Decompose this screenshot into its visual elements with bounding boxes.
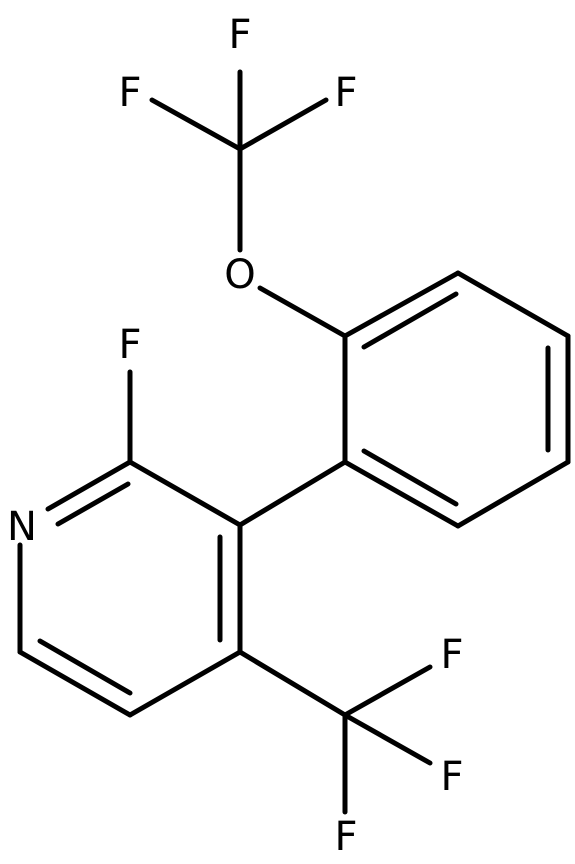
bond-o-aryl [257, 285, 348, 339]
bond-benzene-5-inner [361, 448, 459, 507]
atom-label-f-cf3-right: F [440, 754, 463, 800]
bond-benzene-1 [342, 270, 461, 339]
bond-ocf3-c-f-right [237, 97, 329, 152]
atom-label-f-cf3-bottom: F [334, 814, 357, 860]
bond-benzene-5 [342, 459, 461, 529]
bond-pyridine-c5-c4 [127, 649, 243, 718]
bond-biaryl [237, 459, 348, 528]
atom-label-f-cf3-upper: F [440, 632, 463, 678]
atom-label-f-top: F [228, 12, 251, 58]
bond-cf3-f-right [342, 712, 433, 766]
atom-label-f-left: F [118, 70, 141, 116]
bond-ocf3-c-f-left [149, 97, 243, 152]
atom-label-nitrogen: N [7, 504, 37, 550]
bond-pyridine-c3-c2 [127, 459, 243, 528]
bond-benzene-4 [455, 459, 571, 529]
bond-benzene-2 [455, 270, 571, 339]
bond-pyridine-c6-c5 [17, 649, 133, 718]
bond-pyridine-c6-c5-inner [37, 638, 133, 696]
bond-cf3-f-upper [342, 664, 433, 718]
bond-pyridine-c2-n [45, 459, 133, 512]
bond-c4-cf3 [237, 649, 348, 718]
bond-pyridine-c2-n-inner [55, 481, 131, 527]
atom-label-oxygen: O [224, 252, 255, 298]
bond-benzene-1-inner [361, 291, 459, 350]
atom-label-f-right: F [334, 70, 357, 116]
atom-label-f-pyridine: F [118, 322, 141, 368]
